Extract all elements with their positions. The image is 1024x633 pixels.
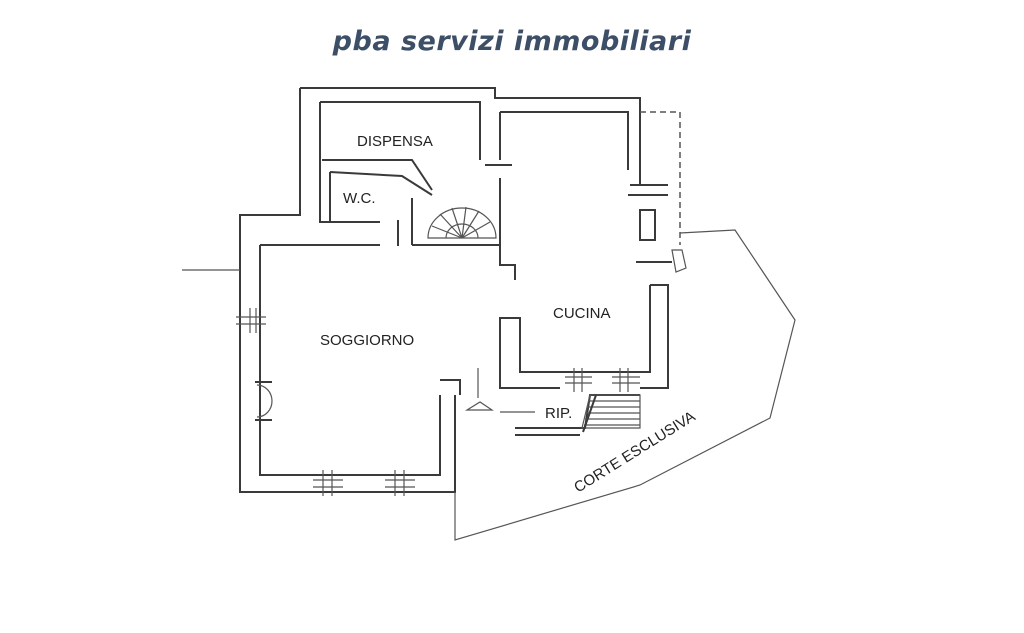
room-labels: DISPENSA W.C. SOGGIORNO CUCINA RIP. CORT… (320, 133, 698, 496)
windows (236, 308, 640, 496)
wall-wc-left (319, 102, 380, 223)
label-corte-esclusiva: CORTE ESCLUSIVA (571, 408, 698, 496)
label-soggiorno: SOGGIORNO (320, 332, 414, 349)
corte-boundary (454, 229, 796, 541)
window-kitchen-2 (612, 368, 640, 392)
wall-left-upper-outer (239, 88, 301, 270)
label-wc: W.C. (343, 190, 376, 207)
soggiorno-niche-arc (256, 384, 273, 418)
wall-wc-top (329, 171, 433, 196)
wall-soggiorno-outer (239, 270, 456, 493)
wall-kitchen-left-mid (499, 178, 516, 280)
kitchen-dashed-outline (640, 111, 681, 245)
door-marks (397, 164, 687, 413)
entrance-lamp (464, 401, 494, 411)
window-kitchen-1 (565, 368, 592, 392)
wall-dispensa-bottom (322, 159, 433, 191)
wall-soggiorno-pillar (440, 379, 461, 395)
wall-kitchen-right-lower (640, 284, 669, 389)
label-dispensa: DISPENSA (357, 133, 433, 150)
window-bottom-1 (313, 470, 343, 496)
label-cucina: CUCINA (553, 305, 611, 322)
window-bottom-2 (385, 470, 415, 496)
window-left (236, 308, 266, 333)
spiral-staircase (427, 206, 497, 239)
wall-kitchen-top (500, 111, 629, 170)
wall-kitchen-bottom (499, 285, 651, 389)
kitchen-lamp (671, 249, 687, 273)
wall-soggiorno-niche (255, 381, 272, 421)
wall-dispensa-inner (320, 101, 481, 160)
walls (182, 87, 796, 541)
brand-title: pba servizi immobiliari (332, 26, 692, 57)
wall-soggiorno-inner (259, 244, 441, 476)
kitchen-chimney (639, 209, 656, 241)
wall-soggiorno-top-right (412, 244, 501, 265)
label-rip: RIP. (545, 405, 572, 422)
stair-rip (581, 394, 641, 433)
